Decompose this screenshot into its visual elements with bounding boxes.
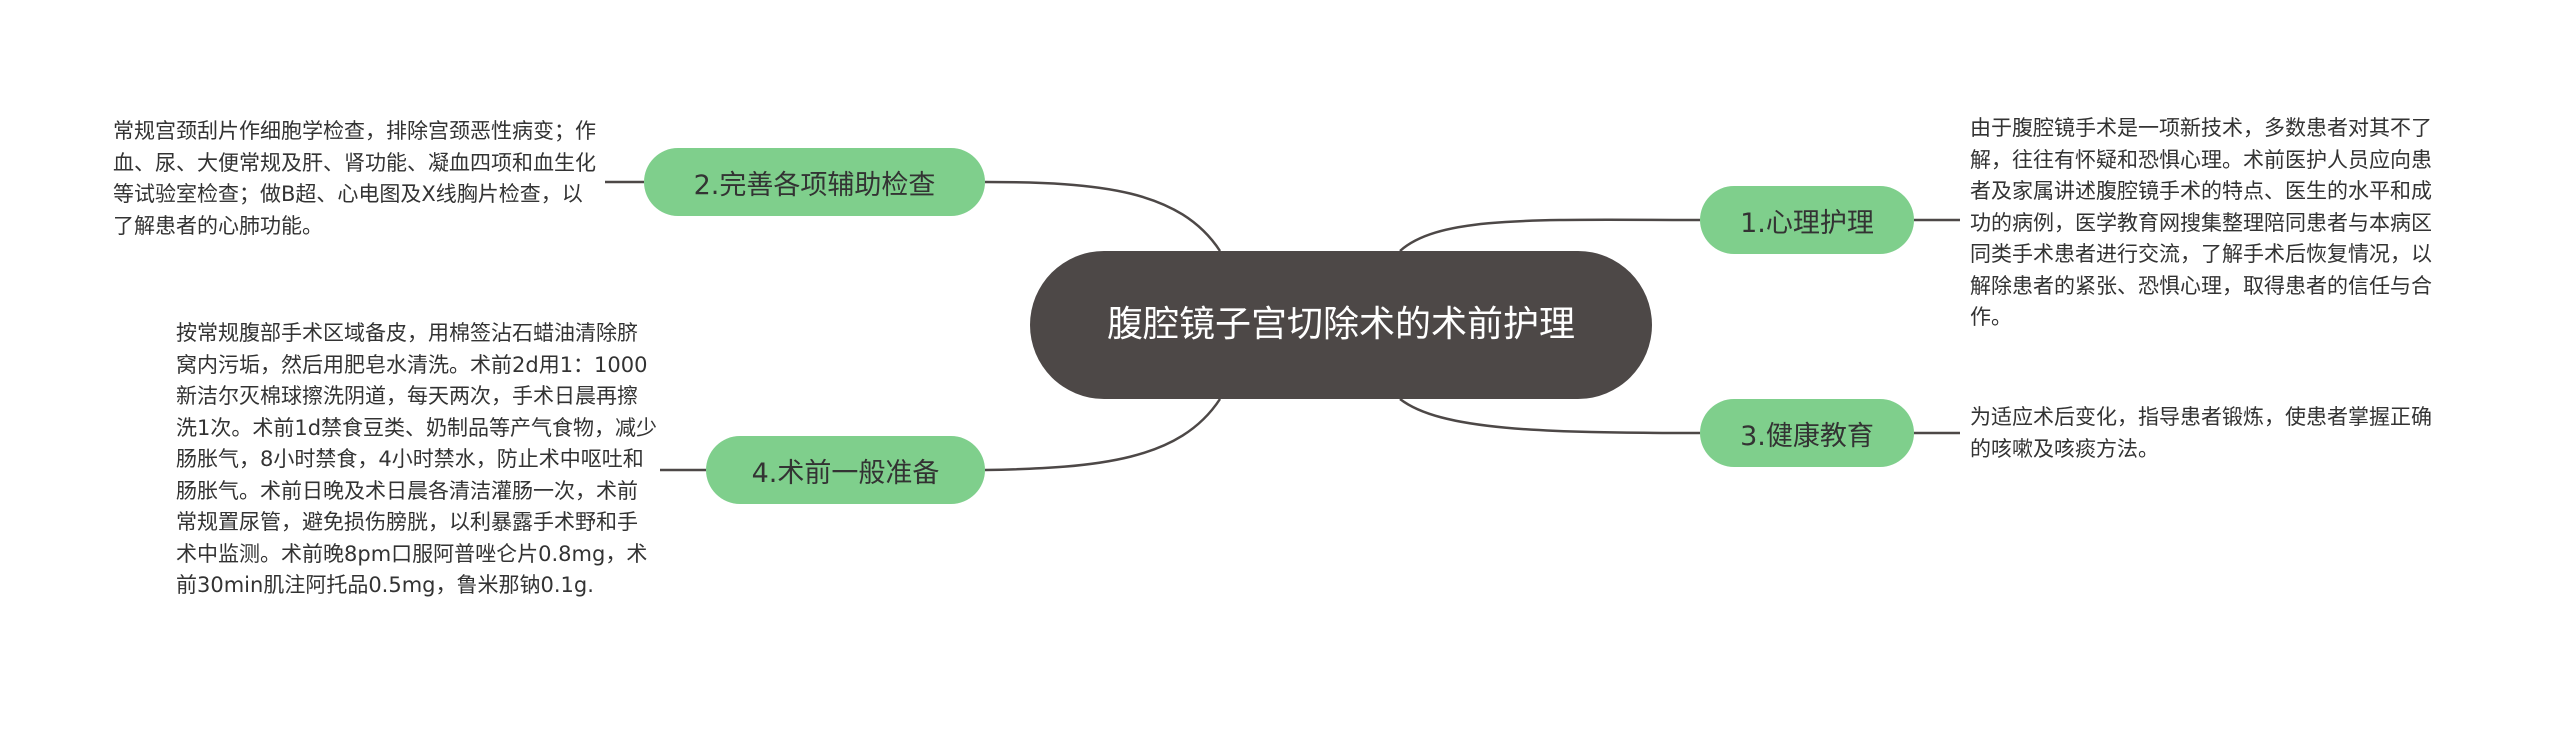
branch-label: 2.完善各项辅助检查 — [693, 169, 936, 201]
branch-auxiliary-exams[interactable]: 2.完善各项辅助检查 — [644, 148, 985, 216]
branch-health-education[interactable]: 3.健康教育 — [1700, 399, 1914, 467]
detail-health-education: 为适应术后变化，指导患者锻炼，使患者掌握正确的咳嗽及咳痰方法。 — [1970, 405, 2432, 461]
branch-label: 1.心理护理 — [1740, 207, 1874, 239]
branch-label: 4.术前一般准备 — [751, 457, 940, 489]
center-topic-label: 腹腔镜子宫切除术的术前护理 — [1106, 304, 1575, 345]
branch-psychological-care[interactable]: 1.心理护理 — [1700, 186, 1914, 254]
branch-general-preparation[interactable]: 4.术前一般准备 — [706, 436, 985, 504]
detail-general-preparation: 按常规腹部手术区域备皮，用棉签沾石蜡油清除脐窝内污垢，然后用肥皂水清洗。术前2d… — [176, 321, 658, 597]
detail-auxiliary-exams: 常规宫颈刮片作细胞学检查，排除宫颈恶性病变；作血、尿、大便常规及肝、肾功能、凝血… — [113, 119, 596, 238]
detail-psychological-care: 由于腹腔镜手术是一项新技术，多数患者对其不了解，往往有怀疑和恐惧心理。术前医护人… — [1970, 116, 2432, 329]
link-center-to-branch-2 — [984, 180, 1222, 252]
link-center-to-branch-1 — [1399, 218, 1701, 252]
center-topic[interactable]: 腹腔镜子宫切除术的术前护理 — [1030, 251, 1652, 399]
branch-label: 3.健康教育 — [1740, 420, 1874, 452]
link-center-to-branch-3 — [1399, 398, 1701, 435]
link-center-to-branch-4 — [984, 398, 1222, 472]
